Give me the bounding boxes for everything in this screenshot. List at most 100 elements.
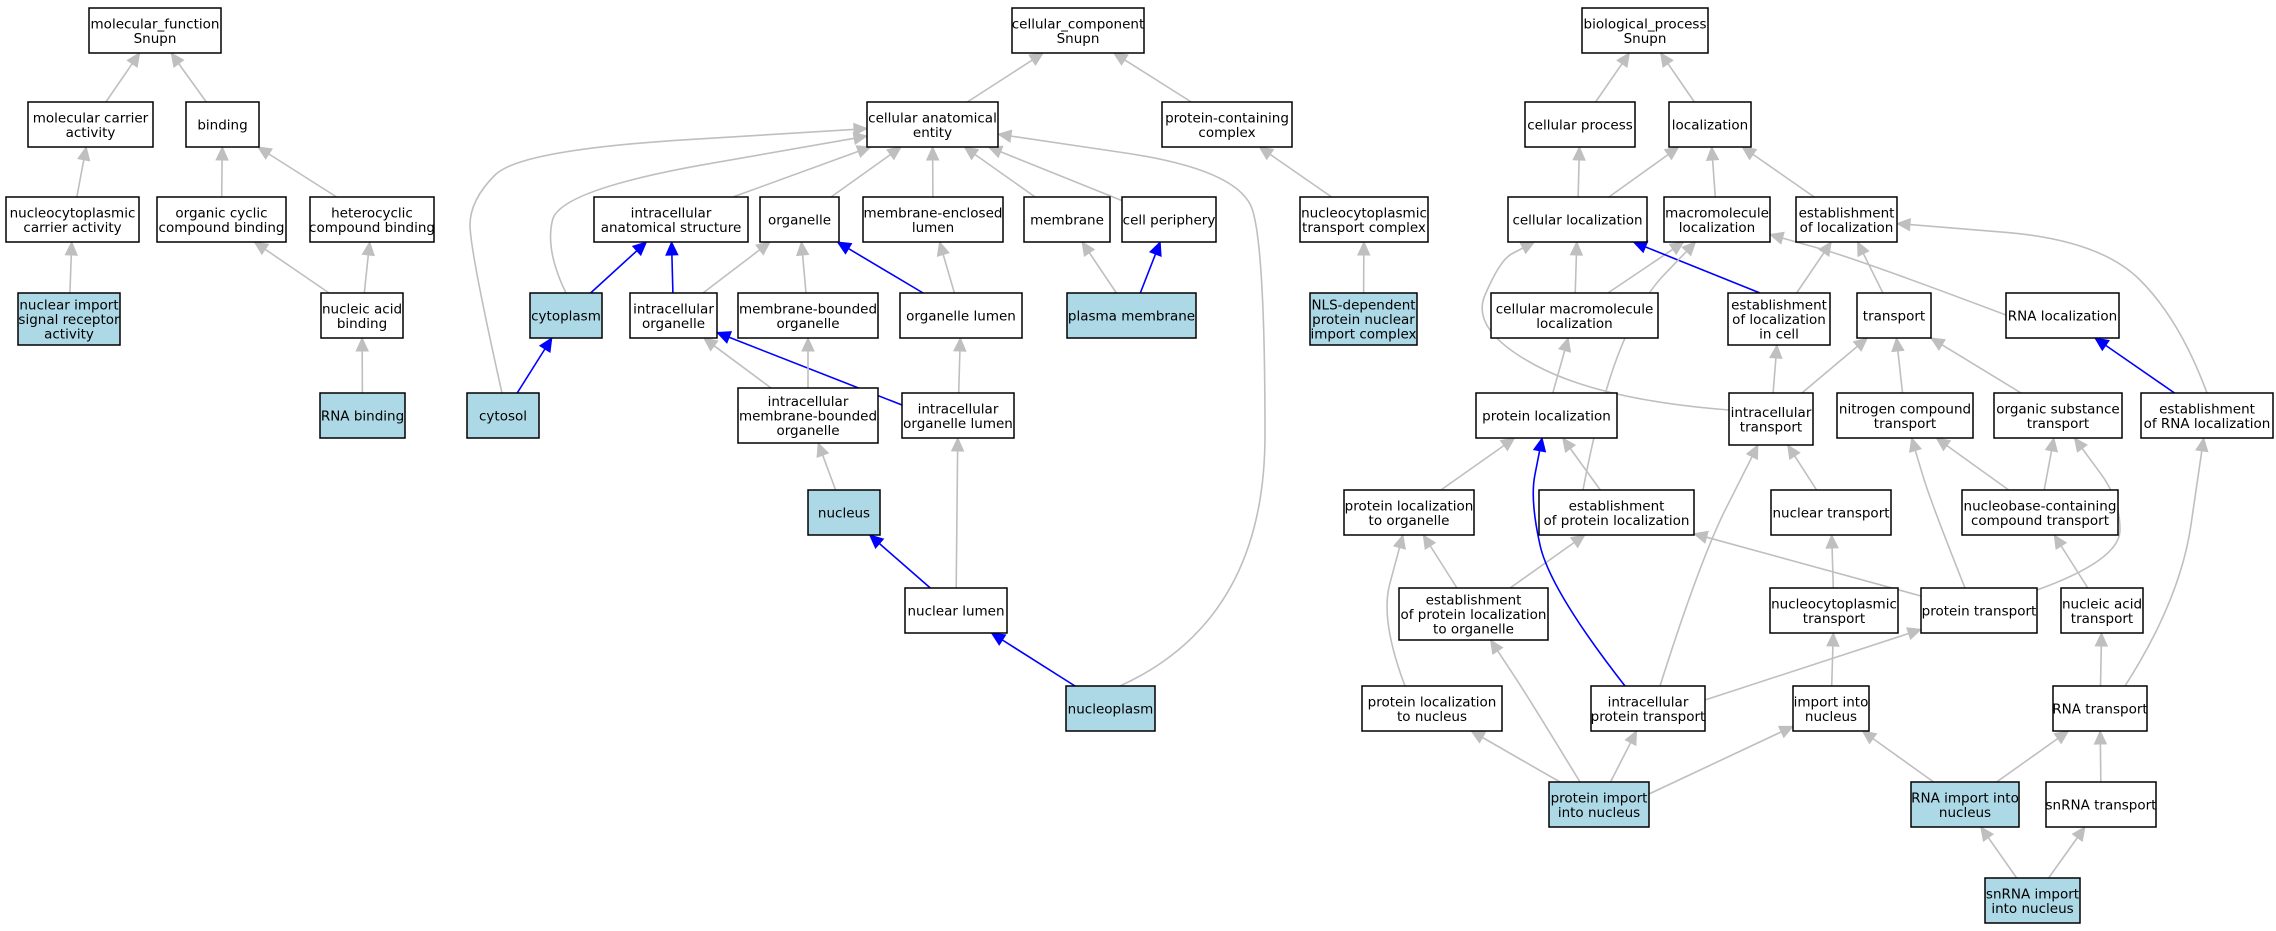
node-box[interactable] bbox=[737, 292, 879, 339]
node-box[interactable] bbox=[1728, 392, 1814, 446]
node-box[interactable] bbox=[1361, 685, 1503, 732]
node-box[interactable] bbox=[759, 196, 840, 243]
node-box[interactable] bbox=[862, 196, 1004, 243]
node-box[interactable] bbox=[1524, 101, 1636, 148]
node-box[interactable] bbox=[1343, 489, 1475, 536]
go-term-node-localization[interactable]: localization bbox=[1668, 101, 1752, 148]
node-box[interactable] bbox=[899, 292, 1023, 339]
node-box[interactable] bbox=[156, 196, 287, 243]
go-term-node-nuc_transport[interactable]: nuclear transport bbox=[1770, 489, 1892, 536]
node-box[interactable] bbox=[27, 101, 154, 148]
node-box[interactable] bbox=[320, 292, 404, 339]
node-box[interactable] bbox=[2140, 392, 2274, 439]
node-box[interactable] bbox=[1856, 292, 1932, 339]
go-term-node-prot_transport[interactable]: protein transport bbox=[1920, 587, 2038, 634]
node-box[interactable] bbox=[1065, 685, 1156, 732]
node-box[interactable] bbox=[1770, 489, 1892, 536]
node-box[interactable] bbox=[88, 7, 222, 54]
go-term-node-cytosol[interactable]: cytosol bbox=[466, 392, 540, 439]
go-term-node-prot_loc[interactable]: protein localization bbox=[1475, 392, 1618, 439]
node-box[interactable] bbox=[1309, 292, 1418, 346]
node-box[interactable] bbox=[1920, 587, 2038, 634]
node-box[interactable] bbox=[1398, 587, 1549, 641]
go-term-node-rna_binding[interactable]: RNA binding bbox=[319, 392, 406, 439]
node-box[interactable] bbox=[1507, 196, 1648, 243]
node-box[interactable] bbox=[1023, 196, 1111, 243]
node-box[interactable] bbox=[2060, 587, 2144, 634]
go-term-node-nucleoplasm[interactable]: nucleoplasm bbox=[1065, 685, 1156, 732]
go-term-node-rna_loc[interactable]: RNA localization bbox=[2005, 292, 2120, 339]
node-box[interactable] bbox=[1769, 587, 1899, 634]
go-term-node-membrane[interactable]: membrane bbox=[1023, 196, 1111, 243]
node-box[interactable] bbox=[2045, 781, 2157, 828]
go-term-node-rna_transport[interactable]: RNA transport bbox=[2052, 685, 2148, 732]
node-box[interactable] bbox=[1548, 781, 1650, 828]
node-box[interactable] bbox=[319, 392, 406, 439]
node-box[interactable] bbox=[1066, 292, 1197, 339]
node-box[interactable] bbox=[866, 101, 999, 148]
node-box[interactable] bbox=[466, 392, 540, 439]
node-box[interactable] bbox=[901, 392, 1015, 439]
go-term-node-snrna_transport[interactable]: snRNA transport bbox=[2045, 781, 2157, 828]
node-box[interactable] bbox=[1011, 7, 1145, 54]
node-box[interactable] bbox=[1792, 685, 1870, 732]
node-box[interactable] bbox=[1490, 292, 1659, 339]
node-box[interactable] bbox=[1795, 196, 1898, 243]
node-box[interactable] bbox=[5, 196, 140, 243]
go-term-node-nucleus[interactable]: nucleus bbox=[807, 489, 881, 536]
go-term-node-cell_periph[interactable]: cell periphery bbox=[1121, 196, 1217, 243]
node-box[interactable] bbox=[17, 292, 121, 346]
node-box[interactable] bbox=[1581, 7, 1709, 54]
node-box[interactable] bbox=[1121, 196, 1217, 243]
node-box[interactable] bbox=[1538, 489, 1695, 536]
node-box[interactable] bbox=[1993, 392, 2123, 439]
node-box[interactable] bbox=[1590, 685, 1706, 732]
node-box[interactable] bbox=[629, 292, 718, 339]
node-box[interactable] bbox=[2052, 685, 2148, 732]
node-box[interactable] bbox=[1961, 489, 2119, 536]
node-box[interactable] bbox=[1161, 101, 1293, 148]
node-box[interactable] bbox=[529, 292, 603, 339]
node-box[interactable] bbox=[1663, 196, 1771, 243]
go-term-node-plasma_mem[interactable]: plasma membrane bbox=[1066, 292, 1197, 339]
go-term-node-cell_loc[interactable]: cellular localization bbox=[1507, 196, 1648, 243]
node-box[interactable] bbox=[737, 387, 879, 444]
go-term-node-transport[interactable]: transport bbox=[1856, 292, 1932, 339]
go-term-node-org_lumen[interactable]: organelle lumen bbox=[899, 292, 1023, 339]
node-box[interactable] bbox=[1475, 392, 1618, 439]
node-box[interactable] bbox=[593, 196, 749, 243]
node-box[interactable] bbox=[807, 489, 881, 536]
go-term-node-cell_process[interactable]: cellular process bbox=[1524, 101, 1636, 148]
node-box[interactable] bbox=[1984, 877, 2081, 924]
